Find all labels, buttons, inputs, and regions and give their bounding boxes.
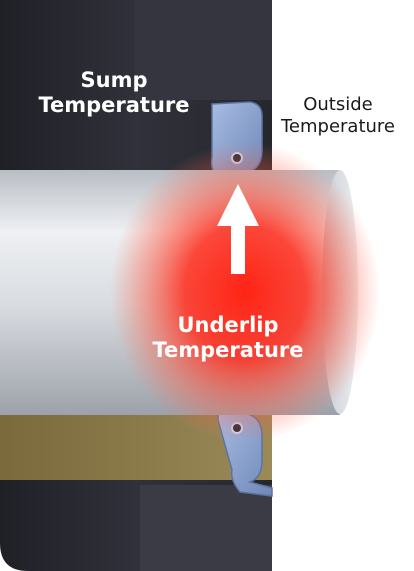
up-arrow-icon: [217, 184, 259, 274]
heat-glow: [110, 142, 380, 442]
sump-temperature-label: Sump Temperature: [38, 68, 190, 118]
outside-temperature-label: Outside Temperature: [280, 94, 396, 137]
upper-housing-step: [135, 0, 272, 100]
lower-housing-step: [140, 485, 272, 571]
underlip-temperature-label: Underlip Temperature: [152, 313, 304, 363]
